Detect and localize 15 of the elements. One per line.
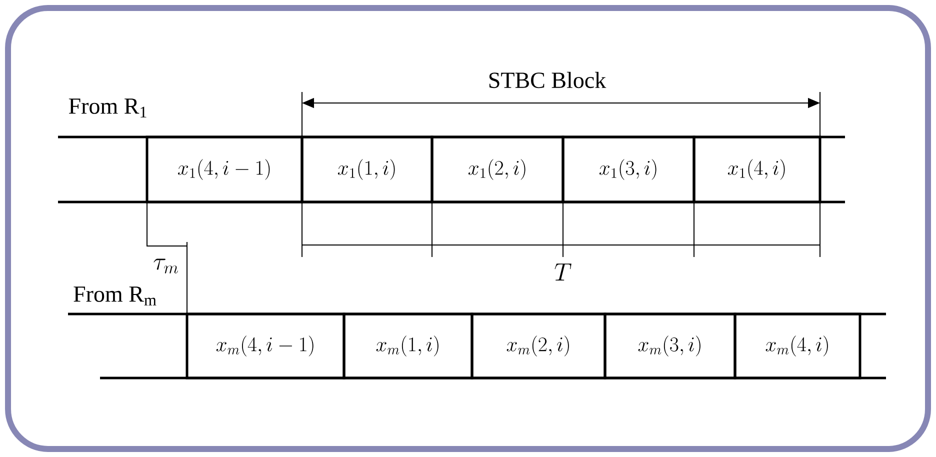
time-slot-box: $x_1(4,i-1)$ (146, 136, 304, 204)
time-slot-box: $x_m(2,i)$ (470, 312, 606, 380)
heading-label: STBC Block (489, 72, 606, 88)
time-slot-box: $x_m(1,i)$ (342, 312, 474, 380)
delay-label: $\tau_m$ (154, 258, 178, 274)
time-slot-box: $x_1(1,i)$ (300, 136, 434, 204)
time-slot-box: $x_1(4,i)$ (692, 136, 822, 204)
row-label: From R$_{1}$ (68, 98, 146, 118)
time-slot-box: $x_1(2,i)$ (430, 136, 564, 204)
time-slot-box: $x_m(4,i-1)$ (186, 312, 346, 380)
time-slot-box: $x_m(3,i)$ (604, 312, 736, 380)
duration-label: $T$ (554, 264, 572, 280)
row-label: From R$_{m}$ (74, 286, 156, 306)
time-slot-box: $x_1(3,i)$ (562, 136, 696, 204)
time-slot-box: $x_m(4,i)$ (734, 312, 862, 380)
